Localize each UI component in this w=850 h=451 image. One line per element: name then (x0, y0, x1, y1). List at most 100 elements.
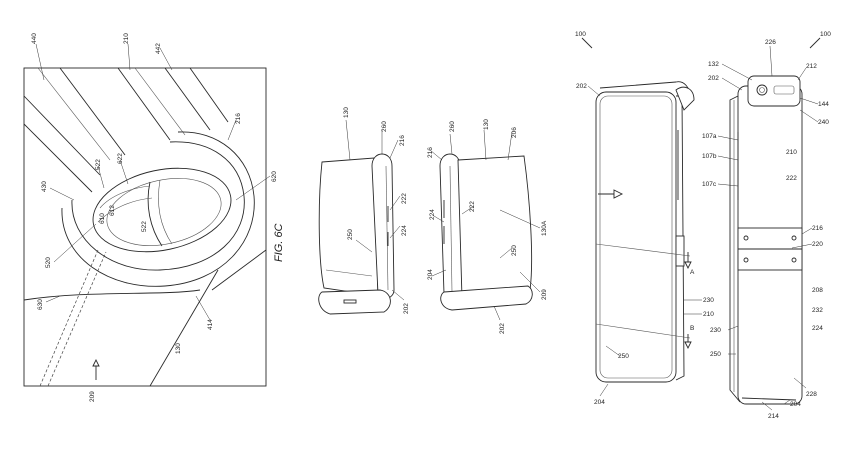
barrel-outer-2 (61, 131, 255, 287)
leader (391, 289, 405, 301)
hinge-barrel-b-edge (449, 165, 453, 293)
folded-panel-b (457, 155, 533, 299)
gear-face-2 (97, 197, 153, 223)
arm-band-mid (37, 67, 111, 161)
front-hinge-slot (675, 235, 685, 267)
ref-430: 430 (41, 181, 48, 192)
front-body (595, 91, 677, 383)
ref-224: 224 (401, 225, 408, 236)
ref-620: 620 (271, 171, 278, 182)
folded-device-b: 216 260 130 206 222 224 130A 250 204 209… (427, 119, 548, 334)
ref-250: 250 (347, 229, 354, 240)
leader (799, 109, 819, 123)
front-line-2 (595, 323, 691, 339)
leader (345, 119, 351, 161)
leader (389, 195, 401, 211)
gear-face (99, 185, 151, 209)
leader (783, 399, 791, 405)
leader (35, 43, 45, 81)
leader (791, 243, 813, 249)
camera-lens-icon (756, 84, 768, 96)
leader (235, 175, 271, 201)
ref-414: 414 (207, 319, 214, 330)
ref-144: 144 (818, 101, 829, 108)
ref-arrow-100 (809, 37, 821, 49)
hinge-pin (743, 257, 749, 263)
ref-100: 100 (820, 31, 831, 38)
ref-522: 522 (95, 159, 102, 170)
ref-202: 202 (576, 83, 587, 90)
ref-216: 216 (427, 147, 434, 158)
leader (119, 159, 129, 185)
leader (227, 119, 237, 141)
section-label-a: A (690, 269, 695, 276)
dashed-track-2 (47, 251, 107, 387)
ref-442: 442 (155, 43, 162, 54)
ref-220: 220 (812, 241, 823, 248)
barrel-bore (92, 167, 232, 253)
ref-204: 204 (594, 399, 605, 406)
gear-divider (147, 181, 163, 247)
leader (493, 305, 501, 321)
ref-520: 520 (45, 257, 52, 268)
leader (727, 325, 739, 331)
leader (801, 227, 813, 235)
rear-side-rail (729, 95, 741, 403)
ref-206: 206 (511, 127, 518, 138)
leader (499, 209, 541, 229)
ref-210: 210 (786, 149, 797, 156)
gear-divider-2 (158, 179, 173, 245)
ref-107b: 107b (702, 153, 717, 160)
leader (599, 383, 609, 397)
lower-arm (149, 269, 219, 387)
leader (127, 43, 131, 71)
leader (389, 139, 399, 159)
ref-216: 216 (399, 135, 406, 146)
barrel-outer (71, 141, 245, 271)
upper-arm-right (164, 67, 211, 131)
ref-107a: 107a (702, 133, 717, 140)
ref-224: 224 (429, 209, 436, 220)
ref-210: 210 (703, 311, 714, 318)
leader (45, 295, 61, 303)
folded-panel-a-inner (325, 269, 373, 277)
detail-view-frame (23, 67, 267, 387)
leader (461, 205, 475, 215)
detail-view: 440 210 442 216 620 522 622 612 610 522 … (23, 33, 278, 402)
figure-label: FIG. 6C (273, 223, 285, 262)
ref-210: 210 (123, 33, 130, 44)
arm-band-edge (59, 67, 126, 156)
leader (499, 247, 513, 259)
arm-band-outer (23, 95, 101, 176)
base-block-a (318, 289, 391, 315)
leader (717, 135, 739, 141)
hinge-pin (791, 257, 797, 263)
ref-622: 622 (117, 153, 124, 164)
ref-130: 130 (343, 107, 350, 118)
ref-208: 208 (812, 287, 823, 294)
camera-window (773, 85, 795, 95)
leader (49, 187, 75, 201)
front-screen (599, 95, 673, 379)
leader (507, 131, 513, 161)
ref-222: 222 (786, 175, 797, 182)
ref-232: 232 (812, 307, 823, 314)
front-arrow-head (613, 189, 624, 199)
leader (717, 155, 739, 161)
ref-132: 132 (708, 61, 719, 68)
hinge-pin (791, 235, 797, 241)
camera-lens-inner-icon (759, 87, 765, 93)
ref-224: 224 (812, 325, 823, 332)
leader (605, 345, 621, 357)
folded-device-a: 130 260 216 222 224 250 202 (318, 107, 410, 315)
ref-204: 204 (427, 269, 434, 280)
ref-250: 250 (618, 353, 629, 360)
ref-228: 228 (806, 391, 817, 398)
flat-device-front: 100 202 A 230 210 B 250 204 (575, 31, 714, 406)
ref-214: 214 (768, 413, 779, 420)
ref-522-b: 522 (141, 221, 148, 232)
leader (53, 223, 97, 263)
folded-panel-a (318, 157, 379, 297)
ref-arrow-100 (581, 37, 593, 49)
ref-216: 216 (235, 113, 242, 124)
